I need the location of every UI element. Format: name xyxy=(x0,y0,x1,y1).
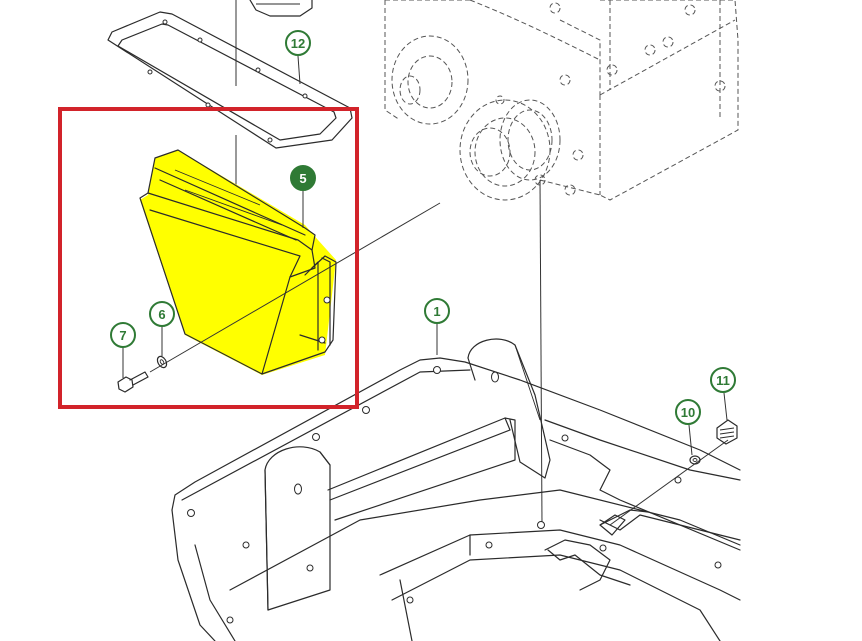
callout-6[interactable]: 6 xyxy=(149,301,175,327)
bolt-axis-line xyxy=(149,202,441,373)
callout-1-label: 1 xyxy=(433,304,440,319)
base-plate-part xyxy=(171,357,741,641)
washer-part-6 xyxy=(156,355,168,369)
leader-12 xyxy=(297,55,301,85)
leader-10 xyxy=(688,424,693,456)
leader-11 xyxy=(723,392,728,421)
gearbox-housing xyxy=(384,0,739,201)
front-upright xyxy=(264,446,331,611)
bolt-part-7 xyxy=(117,371,149,393)
washer-part-10 xyxy=(689,455,701,465)
callout-10[interactable]: 10 xyxy=(675,399,701,425)
hose-line xyxy=(599,439,729,536)
gasket-part xyxy=(107,11,353,149)
plug-part-11 xyxy=(716,419,738,445)
top-cover-part xyxy=(249,0,313,17)
callout-5[interactable]: 5 xyxy=(290,165,316,191)
shaft-guide-line xyxy=(539,179,543,526)
callout-11-label: 11 xyxy=(716,373,730,388)
callout-7-label: 7 xyxy=(119,328,126,343)
cross-beam xyxy=(327,417,516,521)
callout-12-label: 12 xyxy=(291,36,305,51)
selection-box xyxy=(58,107,359,409)
callout-6-label: 6 xyxy=(158,307,165,322)
highlighted-part-5[interactable] xyxy=(139,149,337,375)
callout-11[interactable]: 11 xyxy=(710,367,736,393)
callout-7[interactable]: 7 xyxy=(110,322,136,348)
callout-12[interactable]: 12 xyxy=(285,30,311,56)
back-upright xyxy=(467,338,551,479)
callout-5-label: 5 xyxy=(299,171,306,186)
callout-1[interactable]: 1 xyxy=(424,298,450,324)
callout-10-label: 10 xyxy=(681,405,695,420)
